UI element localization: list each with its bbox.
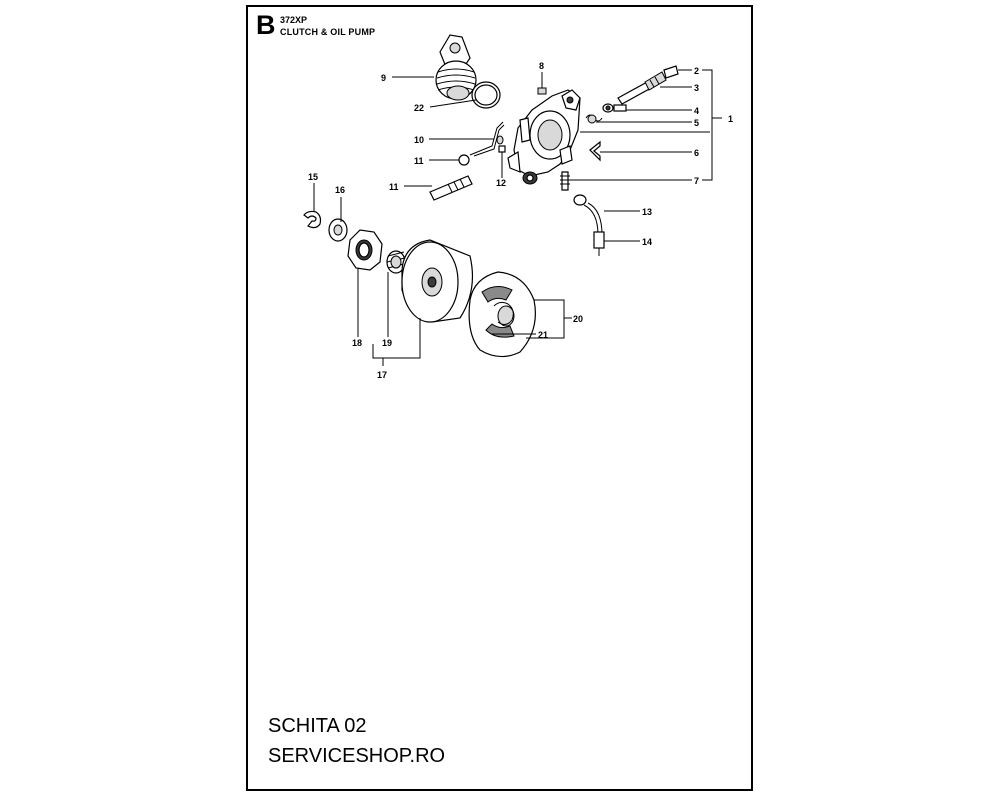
part-5-spring (585, 114, 603, 124)
callout-12: 12 (496, 178, 506, 188)
callout-15: 15 (308, 172, 318, 182)
callout-10: 10 (414, 135, 424, 145)
part-12-screw (498, 145, 506, 175)
callout-6: 6 (694, 148, 699, 158)
callout-18: 18 (352, 338, 362, 348)
part-1-oil-pump-housing (507, 89, 581, 185)
callout-4: 4 (694, 106, 699, 116)
page-frame (246, 5, 753, 791)
callout-1: 1 (728, 114, 733, 124)
callout-13: 13 (642, 207, 652, 217)
section-letter: B (256, 10, 276, 40)
callout-16: 16 (335, 185, 345, 195)
part-10-pipe (469, 121, 505, 157)
callout-3: 3 (694, 83, 699, 93)
part-21-clutch-spring (493, 301, 514, 326)
part-17-clutch-drum (401, 239, 474, 323)
callout-19: 19 (382, 338, 392, 348)
part-22-o-ring (471, 81, 501, 109)
shop-name: SERVICESHOP.RO (268, 745, 446, 767)
part-18-sprocket (347, 229, 383, 271)
callout-2: 2 (694, 66, 699, 76)
leader-lines (313, 69, 722, 366)
part-6-clip (589, 140, 601, 162)
callout-17: 17 (377, 370, 387, 380)
model-label: 372XP (280, 15, 308, 25)
part-19-needle-bearing (386, 250, 406, 274)
callout-5: 5 (694, 118, 699, 128)
part-20-clutch (468, 271, 536, 358)
part-8-screw (537, 80, 547, 95)
part-7-nipple (560, 171, 570, 191)
callout-22: 22 (414, 103, 424, 113)
part-13-oil-hose (573, 194, 603, 236)
part-11-nut (458, 154, 470, 166)
callout-8: 8 (539, 61, 544, 71)
part-11-bar-bolt (429, 175, 473, 201)
part-15-circlip (303, 210, 322, 229)
callout-9: 9 (381, 73, 386, 83)
callout-21: 21 (538, 330, 548, 340)
part-2-cap (663, 65, 679, 79)
part-16-washer (328, 218, 348, 242)
part-9-oil-pump-worm-gear (435, 34, 477, 101)
part-4-washer (602, 103, 627, 113)
callout-20: 20 (573, 314, 583, 324)
callout-14: 14 (642, 237, 652, 247)
drawing-number: SCHITA 02 (268, 715, 367, 737)
part-3-adjuster-screw (617, 71, 667, 105)
section-title: CLUTCH & OIL PUMP (280, 27, 376, 37)
callout-11-nut: 11 (414, 156, 424, 166)
callout-7: 7 (694, 176, 699, 186)
part-14-filter (593, 231, 605, 256)
callout-11-bolt: 11 (389, 182, 399, 192)
